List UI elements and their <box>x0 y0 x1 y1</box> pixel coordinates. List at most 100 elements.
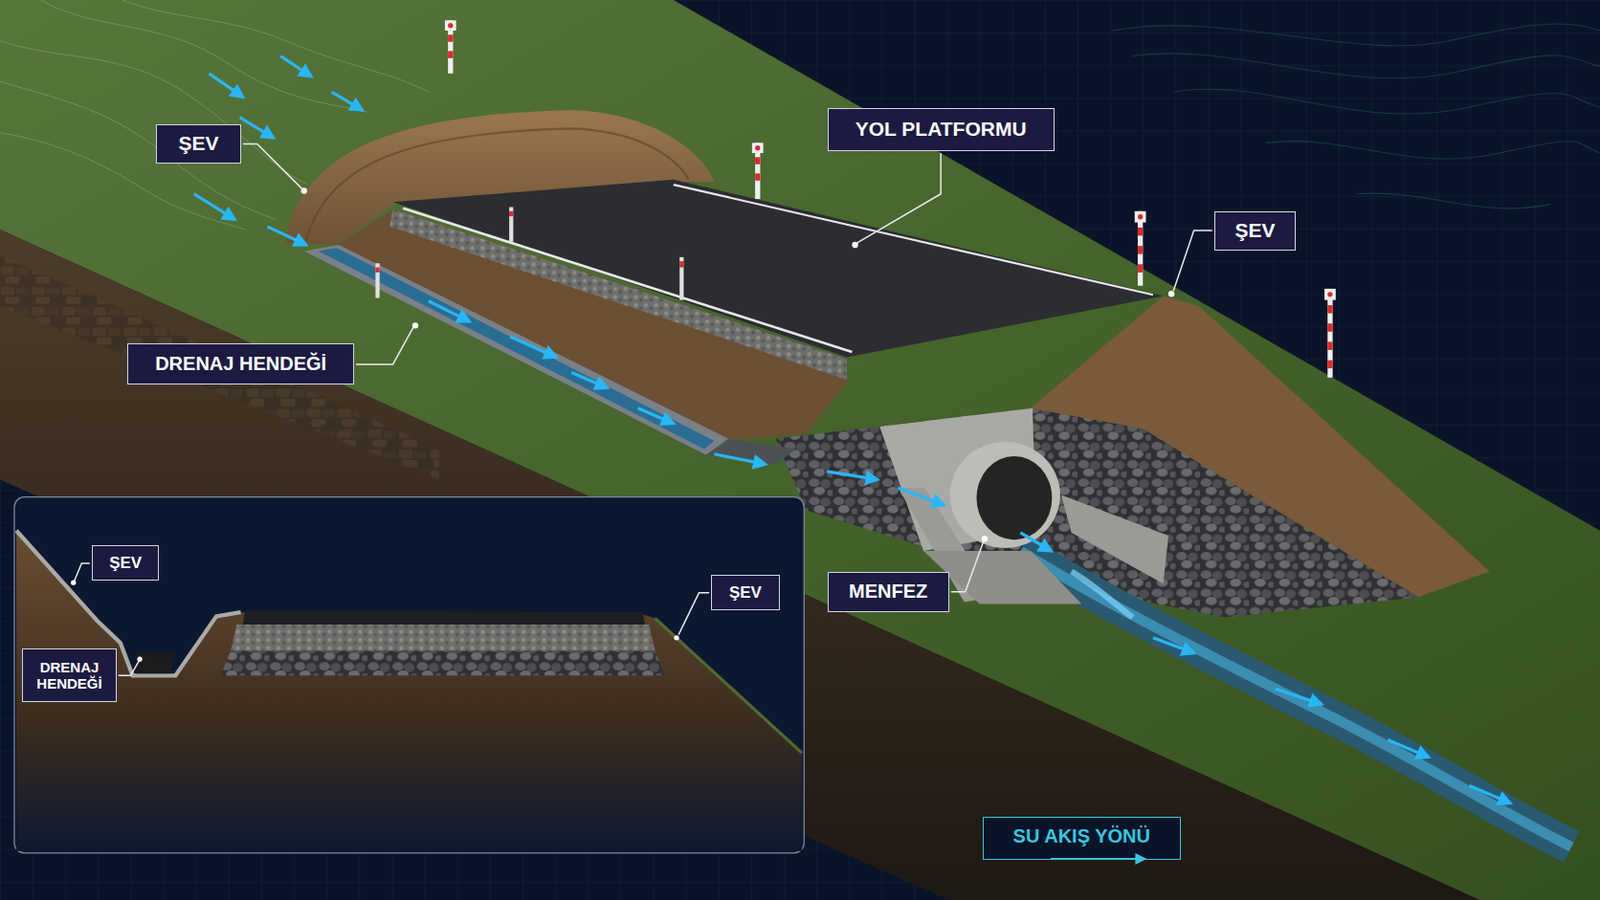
terrain-part-part <box>122 0 429 92</box>
leader-lines <box>74 143 1213 676</box>
leader-dots-part <box>70 580 76 586</box>
background-part-part <box>1111 23 1600 46</box>
leader-lines-part <box>678 593 710 636</box>
terrain-part-part <box>0 81 276 220</box>
leader-dots-part <box>851 242 858 248</box>
inset-panel-part <box>655 619 803 755</box>
culvert-label: MENFEZ <box>827 572 950 613</box>
flow-arrows-part <box>240 117 274 138</box>
leader-lines-part <box>1173 230 1213 291</box>
marker-posts-part-part <box>444 20 457 31</box>
marker-posts-part-part <box>1327 360 1333 370</box>
slope-label: ŞEV <box>91 545 159 580</box>
flow-arrows-part <box>1387 739 1429 757</box>
background-part-part <box>1265 141 1600 159</box>
inset-panel-part <box>230 624 656 652</box>
fill-slope <box>1030 295 1490 598</box>
stream-part <box>1020 551 1572 847</box>
marker-posts-part-part <box>1327 341 1333 351</box>
flow-arrows-part <box>1020 533 1051 552</box>
road-platform-part <box>402 208 852 353</box>
legend-arrow <box>1048 853 1155 866</box>
marker-posts-part <box>679 257 684 301</box>
terrain-part-part <box>0 41 307 184</box>
inset-panel-part <box>16 531 802 852</box>
flow-arrows-part <box>826 471 878 481</box>
marker-posts-part-part <box>509 211 513 217</box>
legend-text: SU AKIŞ YÖNÜ <box>997 825 1167 848</box>
leader-lines-part <box>355 327 414 364</box>
marker-posts-part-part <box>1324 288 1336 301</box>
culvert-part <box>1061 494 1169 584</box>
marker-posts-part-part <box>447 22 453 28</box>
leader-dots-part <box>1168 290 1175 297</box>
legend-box: SU AKIŞ YÖNÜ <box>982 817 1181 861</box>
culvert-part <box>976 456 1052 540</box>
ditch-label: DRENAJ HENDEĞİ <box>127 343 355 385</box>
marker-posts-part-part <box>375 267 379 273</box>
leader-lines-part <box>243 143 303 189</box>
flow-arrows-part <box>332 91 363 111</box>
road-label: YOL PLATFORMU <box>827 108 1055 152</box>
flow-arrows-part <box>280 56 312 77</box>
marker-posts-part-part <box>752 142 764 154</box>
marker-posts-part-part <box>755 145 760 151</box>
leader-lines-part <box>857 153 941 244</box>
marker-posts-part <box>752 142 764 200</box>
legend-arrow-line <box>1050 858 1145 861</box>
label-text: ŞEV <box>109 554 142 574</box>
background-part-part <box>1133 53 1600 79</box>
inset-panel-part <box>14 497 804 854</box>
flow-arrows-part <box>571 372 607 388</box>
marker-posts-part-part <box>1137 227 1143 237</box>
fill-slope-part <box>1030 295 1490 598</box>
stream-part <box>1020 551 1572 847</box>
flow-arrows-part <box>510 336 556 357</box>
inset-panel <box>14 497 804 854</box>
marker-posts-part-part <box>679 257 684 301</box>
marker-posts-part <box>1134 211 1147 287</box>
marker-posts-part-part <box>447 50 453 58</box>
marker-posts-part-part <box>1134 211 1147 223</box>
stream <box>1020 551 1572 847</box>
label-text: ŞEV <box>177 132 219 156</box>
label-text: ŞEV <box>1235 219 1276 243</box>
label-text: ŞEV <box>729 583 762 603</box>
leader-lines-part <box>951 540 984 592</box>
background-part-part <box>1173 88 1600 114</box>
inset-panel-part <box>220 651 666 677</box>
marker-posts-part <box>1324 288 1336 378</box>
leader-dots-part <box>301 187 308 194</box>
slope-label: ŞEV <box>711 575 779 610</box>
flow-arrows-part <box>713 454 765 466</box>
leader-dots-part <box>412 322 419 329</box>
flow-arrows-part <box>209 73 244 98</box>
marker-posts-part-part <box>509 207 513 243</box>
flow-arrows-part <box>194 194 236 221</box>
leader-dots-part <box>673 635 679 641</box>
terrain-part-part <box>0 133 245 230</box>
road-platform-part <box>393 179 1164 358</box>
label-text: DRENAJ HENDEĞİ <box>32 659 106 693</box>
flow-arrows-part <box>1153 638 1195 654</box>
marker-posts-part <box>509 207 513 243</box>
inset-panel-part <box>243 610 645 625</box>
leader-lines-part <box>118 661 139 676</box>
flow-arrows-part <box>266 226 307 245</box>
marker-posts-part-part <box>1137 214 1143 220</box>
terrain-part-part <box>41 0 368 112</box>
flow-arrows-part <box>1275 688 1322 705</box>
marker-posts-part-part <box>679 261 684 267</box>
slope-label: ŞEV <box>1214 211 1296 252</box>
leader-dots <box>70 187 1175 663</box>
marker-posts-part-part <box>1327 291 1333 297</box>
flow-arrows-part <box>1469 786 1512 804</box>
road-platform <box>393 179 1164 358</box>
background-part <box>1111 23 1600 209</box>
